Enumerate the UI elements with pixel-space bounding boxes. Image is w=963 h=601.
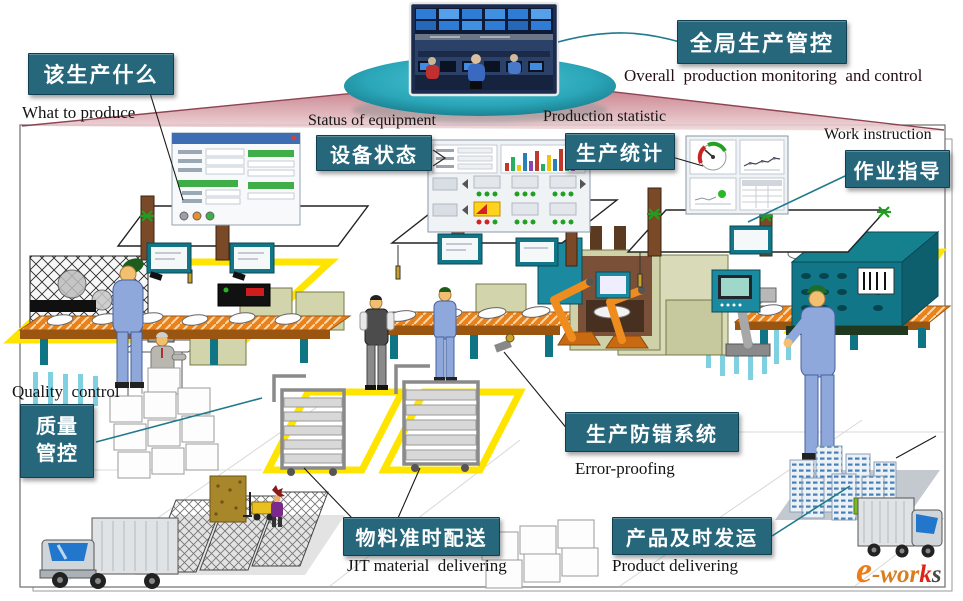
- truck-right: [857, 497, 943, 558]
- truck-left: [39, 517, 179, 589]
- caption-overall-control: Overall production monitoring and contro…: [624, 66, 923, 85]
- logo-k: k: [919, 561, 932, 588]
- worker-blue-right: [783, 285, 837, 460]
- forklift: [243, 492, 275, 521]
- caption-production-statistic: Production statistic: [543, 108, 667, 125]
- worker-blue-center: [433, 287, 457, 382]
- workers: [112, 258, 837, 460]
- caption-jit-material: JIT material delivering: [347, 556, 507, 575]
- callout-work-instruction: 作业指导: [845, 150, 950, 188]
- logo-s: s: [931, 561, 942, 588]
- logo-e: e: [856, 550, 872, 590]
- overhead-rails: [116, 187, 891, 313]
- callout-overall-control: 全局生产管控: [677, 20, 847, 64]
- worker-blue-left: [112, 258, 144, 388]
- dashboard-status: [427, 139, 591, 233]
- robot-arms: [550, 278, 777, 357]
- worker-vest: [359, 295, 395, 390]
- hanging-monitors: [146, 225, 773, 313]
- callout-quality-control: 质量 管控: [20, 404, 94, 478]
- callout-jit-material: 物料准时配送: [343, 517, 500, 556]
- callout-product-delivering: 产品及时发运: [612, 517, 772, 555]
- caption-error-proofing: Error-proofing: [575, 459, 675, 478]
- logo-wor: -wor: [871, 561, 920, 588]
- caption-equipment-status: Status of equipment: [308, 112, 436, 129]
- caption-what-to-produce: What to produce: [22, 103, 136, 122]
- callout-production-statistic: 生产统计: [565, 133, 675, 170]
- caption-product-delivering: Product delivering: [612, 556, 739, 575]
- callout-equipment-status: 设备状态: [316, 135, 432, 171]
- connector-lines: [95, 32, 937, 537]
- dashboard-stats: [685, 135, 789, 215]
- caption-work-instruction: Work instruction: [824, 126, 932, 143]
- quality-line2: 管控: [36, 443, 78, 465]
- person-figure: [271, 485, 285, 527]
- callout-error-proofing: 生产防错系统: [565, 412, 739, 452]
- quality-line1: 质量: [36, 416, 78, 438]
- mesh-racks: [135, 475, 345, 575]
- caption-quality-control: Quality control: [12, 382, 120, 401]
- shelf-carts: [272, 364, 480, 476]
- callout-what-to-produce: 该生产什么: [28, 53, 174, 95]
- control-room-photo: [408, 1, 560, 97]
- dashboard-form: [171, 132, 301, 226]
